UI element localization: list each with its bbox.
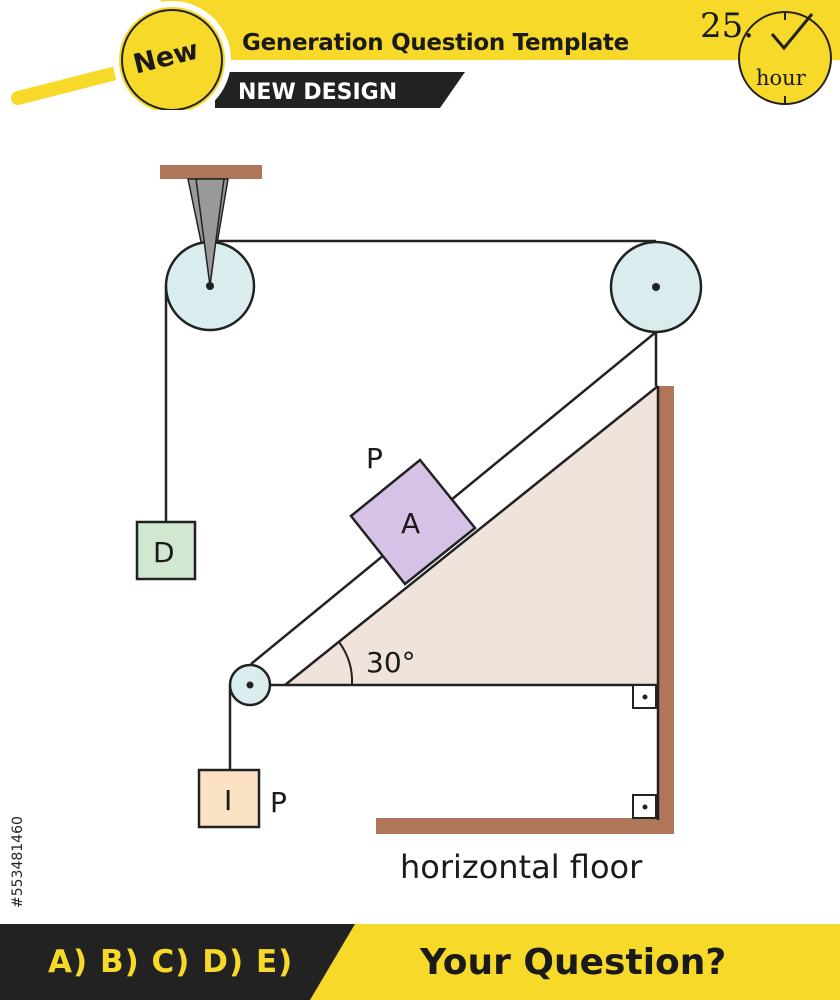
checkmark-icon xyxy=(770,13,814,51)
answer-options: A) B) C) D) E) xyxy=(48,944,294,980)
right-angle-dot-upper xyxy=(642,694,648,700)
page-title: Generation Question Template xyxy=(242,30,629,56)
page-subtitle: NEW DESIGN xyxy=(238,80,398,105)
ceiling-mount xyxy=(160,165,262,179)
header-banner xyxy=(11,0,840,110)
stock-id-watermark: #553481460 xyxy=(10,816,26,908)
vertical-wall xyxy=(658,386,674,834)
magnifier-handle xyxy=(11,65,127,105)
block-a-label: A xyxy=(401,507,420,540)
block-a-weight-label: P xyxy=(366,442,383,475)
timer-unit: hour xyxy=(756,66,806,90)
timer-value: 25. xyxy=(700,6,755,46)
block-i xyxy=(197,768,261,829)
rope-incline-upper xyxy=(250,331,657,665)
block-a xyxy=(349,458,477,586)
magnifier-ring xyxy=(113,1,231,110)
floor-label: horizontal floor xyxy=(400,848,643,886)
angle-label: 30° xyxy=(366,646,416,679)
footer-black-band xyxy=(0,924,355,1000)
question-prompt: Your Question? xyxy=(420,942,727,983)
pulley-small-axle xyxy=(246,681,254,689)
right-angle-dot-lower xyxy=(642,804,648,810)
horizontal-floor xyxy=(376,818,674,834)
pulley-right-axle xyxy=(652,283,660,291)
pulley-hanger-front xyxy=(195,178,225,287)
block-d xyxy=(135,520,197,581)
header-yellow-band xyxy=(160,0,840,60)
incline-hypotenuse xyxy=(284,385,659,686)
block-i-label: I xyxy=(224,784,232,817)
header-black-band xyxy=(215,72,465,108)
magnifier-inner-ring xyxy=(121,9,223,110)
footer-banner xyxy=(0,924,840,1000)
block-i-weight-label: P xyxy=(270,786,287,819)
angle-arc xyxy=(338,641,354,686)
pulley-left-axle xyxy=(206,282,214,290)
block-d-label: D xyxy=(153,536,175,569)
